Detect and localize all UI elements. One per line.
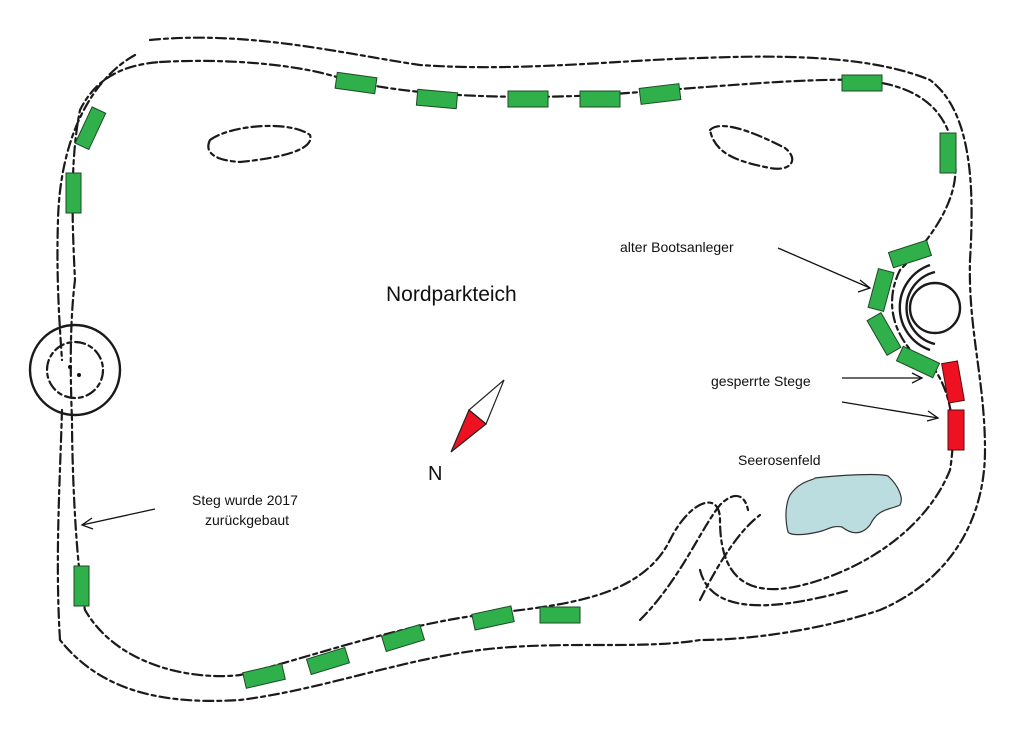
outer-path-2: [56, 53, 137, 362]
closed-docks: [941, 360, 965, 451]
label-removed-line1: Steg wurde 2017: [192, 492, 298, 508]
east-rondel-arc: [898, 263, 931, 352]
lily-field: [785, 473, 902, 536]
dock-closed: [941, 360, 965, 404]
compass-label: N: [428, 463, 443, 485]
open-docks: [65, 71, 957, 689]
dock-open: [867, 267, 895, 313]
label-removed-line2: zurückgebaut: [205, 512, 290, 528]
label-closed-docks: gesperrte Stege: [711, 373, 811, 389]
arrow-closed-2: [841, 401, 939, 419]
arrowhead: [80, 517, 94, 530]
label-old-dock: alter Bootsanleger: [620, 239, 734, 255]
map-title: Nordparkteich: [386, 283, 517, 306]
west-rondel-inner: [45, 340, 105, 400]
annotation-arrows: [80, 247, 940, 530]
east-rondel-arc: [905, 270, 936, 346]
dock-open: [866, 311, 902, 357]
arrowhead: [857, 279, 872, 293]
dock-open: [380, 623, 426, 653]
east-rondel: [908, 281, 962, 335]
rondel-dot: [68, 365, 72, 369]
rondel-dot: [77, 373, 81, 377]
dock-open: [65, 172, 82, 214]
dock-open: [334, 71, 378, 95]
dock-open: [305, 646, 351, 676]
dock-open: [242, 663, 286, 689]
pond-shoreline: [69, 59, 957, 678]
dock-open: [638, 83, 682, 105]
dock-open: [895, 345, 941, 379]
outer-path: [58, 36, 987, 702]
dock-open: [841, 74, 883, 92]
west-rondel: [28, 323, 122, 417]
dock-closed: [947, 409, 965, 451]
dock-open: [939, 132, 957, 174]
arrowhead: [926, 410, 940, 422]
peninsula-loop: [698, 568, 852, 607]
dock-open: [415, 88, 459, 110]
dock-open: [471, 605, 515, 631]
dock-open: [887, 239, 933, 269]
dock-open: [579, 90, 621, 108]
arrow-removed-dock: [81, 508, 156, 526]
dock-open: [73, 565, 90, 607]
label-lily-field: Seerosenfeld: [738, 452, 821, 468]
island-east: [708, 124, 794, 170]
arrow-old-dock: [777, 247, 871, 289]
peninsula: [638, 494, 750, 622]
island-west: [207, 124, 312, 164]
arrowhead: [911, 372, 924, 384]
dock-open: [539, 606, 581, 624]
compass-icon: [450, 379, 505, 453]
dock-open: [74, 106, 107, 151]
peninsula-2: [698, 513, 762, 602]
dock-open: [507, 90, 549, 108]
inner-west-path: [56, 408, 64, 642]
